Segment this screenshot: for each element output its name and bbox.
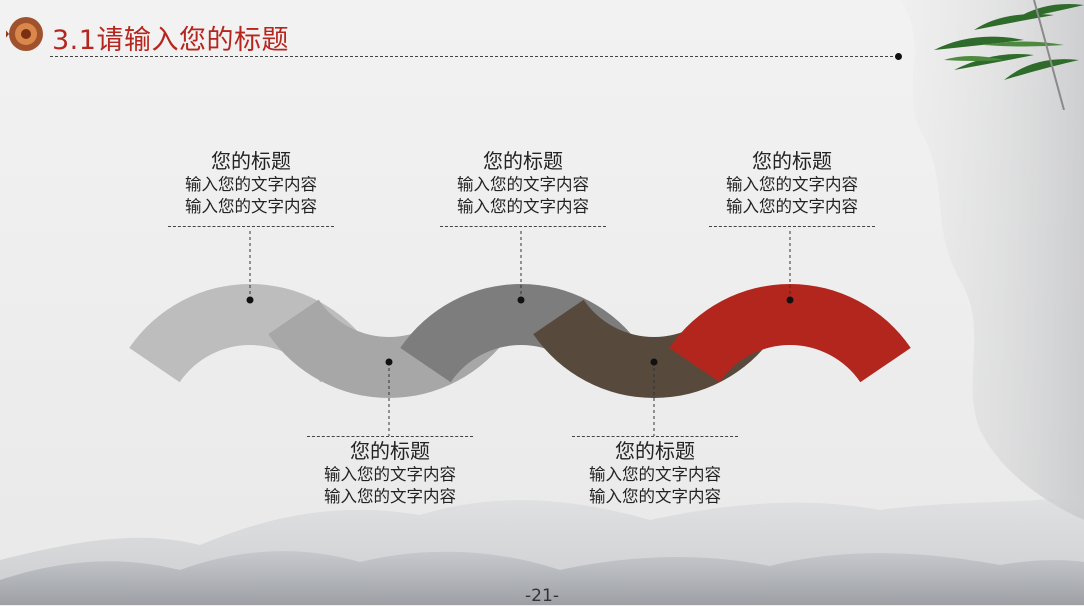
text-block-rule — [572, 436, 738, 437]
block-line: 输入您的文字内容 — [457, 175, 589, 194]
title-divider — [50, 56, 898, 57]
arc-segment-5 — [669, 283, 911, 383]
connector-dot — [385, 358, 393, 366]
arc-outer-band — [669, 283, 911, 383]
text-block-rule — [168, 226, 334, 227]
connector-dot — [786, 296, 794, 304]
block-line: 输入您的文字内容 — [185, 197, 317, 216]
block-line: 输入您的文字内容 — [324, 465, 456, 484]
block-heading: 您的标题 — [615, 439, 695, 463]
text-block-5: 您的标题输入您的文字内容输入您的文字内容 — [709, 148, 875, 227]
connector-dot — [246, 296, 254, 304]
text-block-rule — [307, 436, 473, 437]
block-heading: 您的标题 — [350, 439, 430, 463]
block-heading: 您的标题 — [483, 149, 563, 173]
block-line: 输入您的文字内容 — [589, 487, 721, 506]
block-line: 输入您的文字内容 — [185, 175, 317, 194]
text-block-rule — [709, 226, 875, 227]
block-line: 输入您的文字内容 — [589, 465, 721, 484]
bamboo-leaves-icon — [934, 0, 1084, 110]
block-line: 输入您的文字内容 — [726, 197, 858, 216]
block-heading: 您的标题 — [752, 149, 832, 173]
block-line: 输入您的文字内容 — [324, 487, 456, 506]
text-block-4: 您的标题输入您的文字内容输入您的文字内容 — [572, 436, 738, 508]
text-block-3: 您的标题输入您的文字内容输入您的文字内容 — [440, 148, 606, 227]
connector-dot — [517, 296, 525, 304]
arc-inner-band — [714, 323, 866, 359]
text-block-1: 您的标题输入您的文字内容输入您的文字内容 — [168, 148, 334, 227]
block-heading: 您的标题 — [211, 149, 291, 173]
text-block-2: 您的标题输入您的文字内容输入您的文字内容 — [307, 436, 473, 508]
block-line: 输入您的文字内容 — [457, 197, 589, 216]
page-number: -21- — [525, 586, 559, 606]
page-title: 3.1请输入您的标题 — [52, 25, 289, 56]
block-line: 输入您的文字内容 — [726, 175, 858, 194]
divider-end-dot — [895, 53, 902, 60]
connector-dot — [650, 358, 658, 366]
ornament-badge-icon — [6, 17, 43, 51]
text-block-rule — [440, 226, 606, 227]
